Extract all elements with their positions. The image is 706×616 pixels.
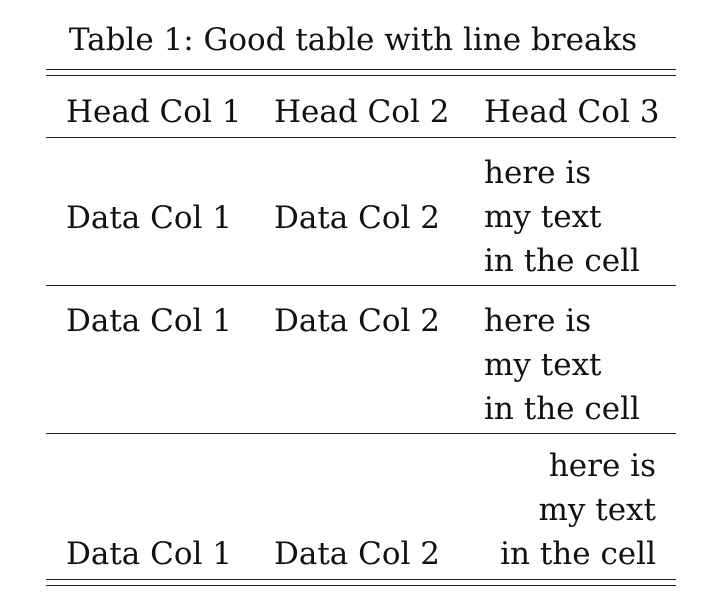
header-col-2: Head Col 2 [274,94,450,130]
row-2-col-1: Data Col 1 [66,303,233,339]
row-2-col-3-line-1: here is [484,303,592,339]
row-3-col-3-line-3: in the cell [500,536,656,572]
row-1-col-1: Data Col 1 [66,200,233,236]
row-1-rule [46,285,676,286]
header-rule [46,137,676,138]
header-col-1: Head Col 1 [66,94,242,130]
row-3-col-2: Data Col 2 [274,536,441,572]
row-2-col-3: here is my text in the cell [484,299,640,431]
row-3-col-3-line-2: my text [538,492,656,528]
row-1-col-3: here is my text in the cell [484,151,640,283]
row-1-col-3-line-3: in the cell [484,243,640,279]
row-2-col-3-line-2: my text [484,347,602,383]
header-col-3: Head Col 3 [484,94,660,130]
row-3-col-3-line-1: here is [548,448,656,484]
row-2-rule [46,433,676,434]
bottom-rule-1 [46,579,676,580]
top-rule-2 [46,75,676,76]
row-2-col-3-line-3: in the cell [484,391,640,427]
top-rule-1 [46,69,676,70]
bottom-rule-2 [46,585,676,586]
row-3-col-3: here is my text in the cell [476,444,656,576]
row-1-col-2: Data Col 2 [274,200,441,236]
row-1-col-3-line-2: my text [484,199,602,235]
row-1-col-3-line-1: here is [484,155,592,191]
row-3-col-1: Data Col 1 [66,536,233,572]
row-2-col-2: Data Col 2 [274,303,441,339]
table-caption: Table 1: Good table with line breaks [68,22,638,58]
